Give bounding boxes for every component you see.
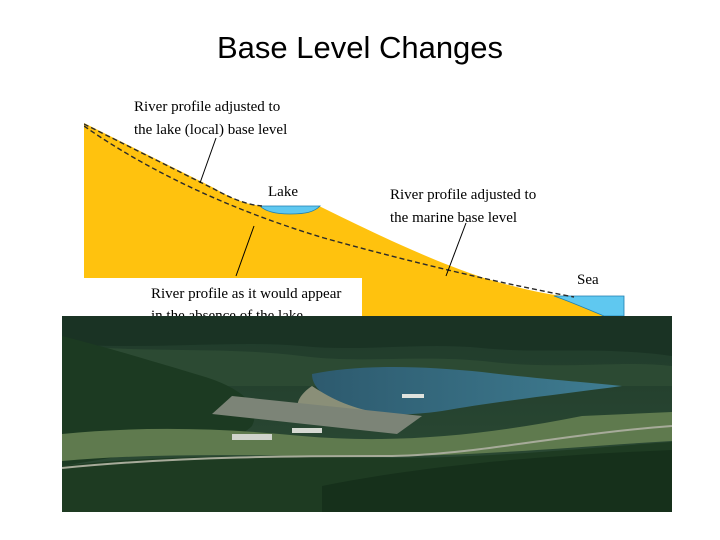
reservoir-photo — [62, 316, 672, 512]
background-notch — [84, 278, 146, 316]
base-level-diagram: River profile adjusted to the lake (loca… — [84, 88, 630, 316]
label-absence-1: River profile as it would appear — [151, 286, 341, 302]
label-marine-profile-2: the marine base level — [390, 210, 517, 226]
slide-title: Base Level Changes — [0, 30, 720, 66]
label-sea: Sea — [577, 272, 599, 288]
label-marine-profile-1: River profile adjusted to — [390, 187, 536, 203]
label-absence-2: in the absence of the lake — [151, 308, 303, 316]
label-lake: Lake — [268, 184, 298, 200]
label-lake-profile-2: the lake (local) base level — [134, 122, 287, 138]
leader-line-lake-profile — [200, 138, 216, 183]
river-profile-diagram: River profile adjusted to the lake (loca… — [84, 88, 630, 316]
reservoir-dam-aerial-photo — [62, 316, 672, 512]
label-lake-profile-1: River profile adjusted to — [134, 99, 280, 115]
